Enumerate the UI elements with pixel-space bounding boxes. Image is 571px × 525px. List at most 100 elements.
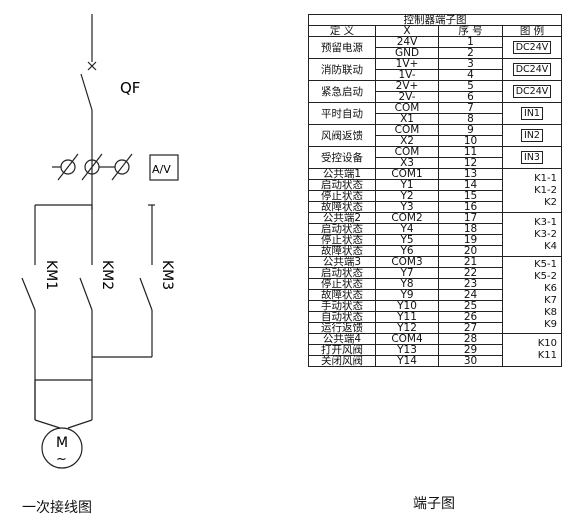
terminal-number: 5 [438,80,503,92]
terminal-number: 11 [438,146,503,158]
motor-label: M [56,435,68,451]
terminal-definition: 平时自动 [308,102,376,125]
terminal-definition: 消防联动 [308,58,376,81]
terminal-definition: 停止状态 [308,190,376,202]
relay-label: K9 [544,319,557,330]
terminal-example: IN1 [502,102,562,125]
terminal-definition: 启动状态 [308,267,376,279]
terminal-example: DC24V [502,58,562,81]
relay-label: K3-2 [534,228,557,240]
terminal-x: COM4 [375,333,439,345]
terminal-number: 28 [438,333,503,345]
terminal-example: DC24V [502,80,562,103]
terminal-definition: 停止状态 [308,278,376,290]
km3-label: KM3 [159,260,175,290]
terminal-definition: 运行返馈 [308,322,376,334]
km1-blade [21,277,36,311]
col-x-header: X [375,25,439,37]
terminal-caption: 端子图 [413,496,455,512]
terminal-x: X3 [375,157,439,169]
relay-label: K10 [537,338,557,349]
ct-symbols [52,153,133,181]
relay-label: K5-1 [534,259,557,270]
km2-label: KM2 [99,260,115,290]
terminal-x: COM3 [375,256,439,268]
table-row: 1V-4 [309,69,562,81]
terminal-x: 24V [375,36,439,48]
terminal-number: 7 [438,102,503,114]
terminal-x: X2 [375,135,439,147]
terminal-x: Y7 [375,267,439,279]
terminal-x: Y8 [375,278,439,290]
terminal-x: Y13 [375,344,439,356]
terminal-x: COM [375,102,439,114]
terminal-number: 12 [438,157,503,169]
terminal-number: 30 [438,355,503,367]
example-label: IN1 [521,107,543,120]
terminal-number: 14 [438,179,503,191]
terminal-number: 26 [438,311,503,323]
relay-label: K11 [537,350,557,361]
motor-ac-symbol: ~ [56,452,67,467]
terminal-number: 19 [438,234,503,246]
terminal-definition: 关闭风阀 [308,355,376,367]
terminal-number: 15 [438,190,503,202]
relay-label: K6 [544,283,557,294]
relay-label: K8 [544,307,557,318]
terminal-x: Y5 [375,234,439,246]
terminal-example: IN3 [502,146,562,169]
example-label: DC24V [512,85,552,98]
example-label: DC24V [512,41,552,54]
terminal-definition: 故障状态 [308,201,376,213]
terminal-number: 6 [438,91,503,103]
km3-blade [139,277,153,311]
terminal-number: 22 [438,267,503,279]
terminal-x: Y9 [375,289,439,301]
terminal-number: 8 [438,113,503,125]
terminal-x: 1V- [375,69,439,81]
col-def-header: 定 义 [308,25,376,37]
terminal-number: 16 [438,201,503,213]
motor-symbol [41,427,83,469]
terminal-number: 21 [438,256,503,268]
terminal-number: 2 [438,47,503,59]
terminal-definition: 预留电源 [308,36,376,59]
terminal-definition: 停止状态 [308,234,376,246]
terminal-number: 9 [438,124,503,136]
terminal-x: Y11 [375,311,439,323]
terminal-number: 17 [438,212,503,224]
terminal-x: 2V- [375,91,439,103]
terminal-definition: 自动状态 [308,311,376,323]
terminal-x: Y3 [375,201,439,213]
qf-label: QF [120,79,140,97]
terminal-number: 20 [438,245,503,257]
terminal-number: 23 [438,278,503,290]
terminal-definition: 公共端4 [308,333,376,345]
terminal-x: X1 [375,113,439,125]
terminal-x: Y4 [375,223,439,235]
terminal-definition: 故障状态 [308,289,376,301]
terminal-x: Y6 [375,245,439,257]
terminal-number: 13 [438,168,503,180]
relay-label: K4 [544,240,557,252]
terminal-example: IN2 [502,124,562,147]
col-example-header: 图 例 [502,25,562,37]
terminal-x: Y1 [375,179,439,191]
qf-blade [80,73,93,111]
terminal-definition: 受控设备 [308,146,376,169]
